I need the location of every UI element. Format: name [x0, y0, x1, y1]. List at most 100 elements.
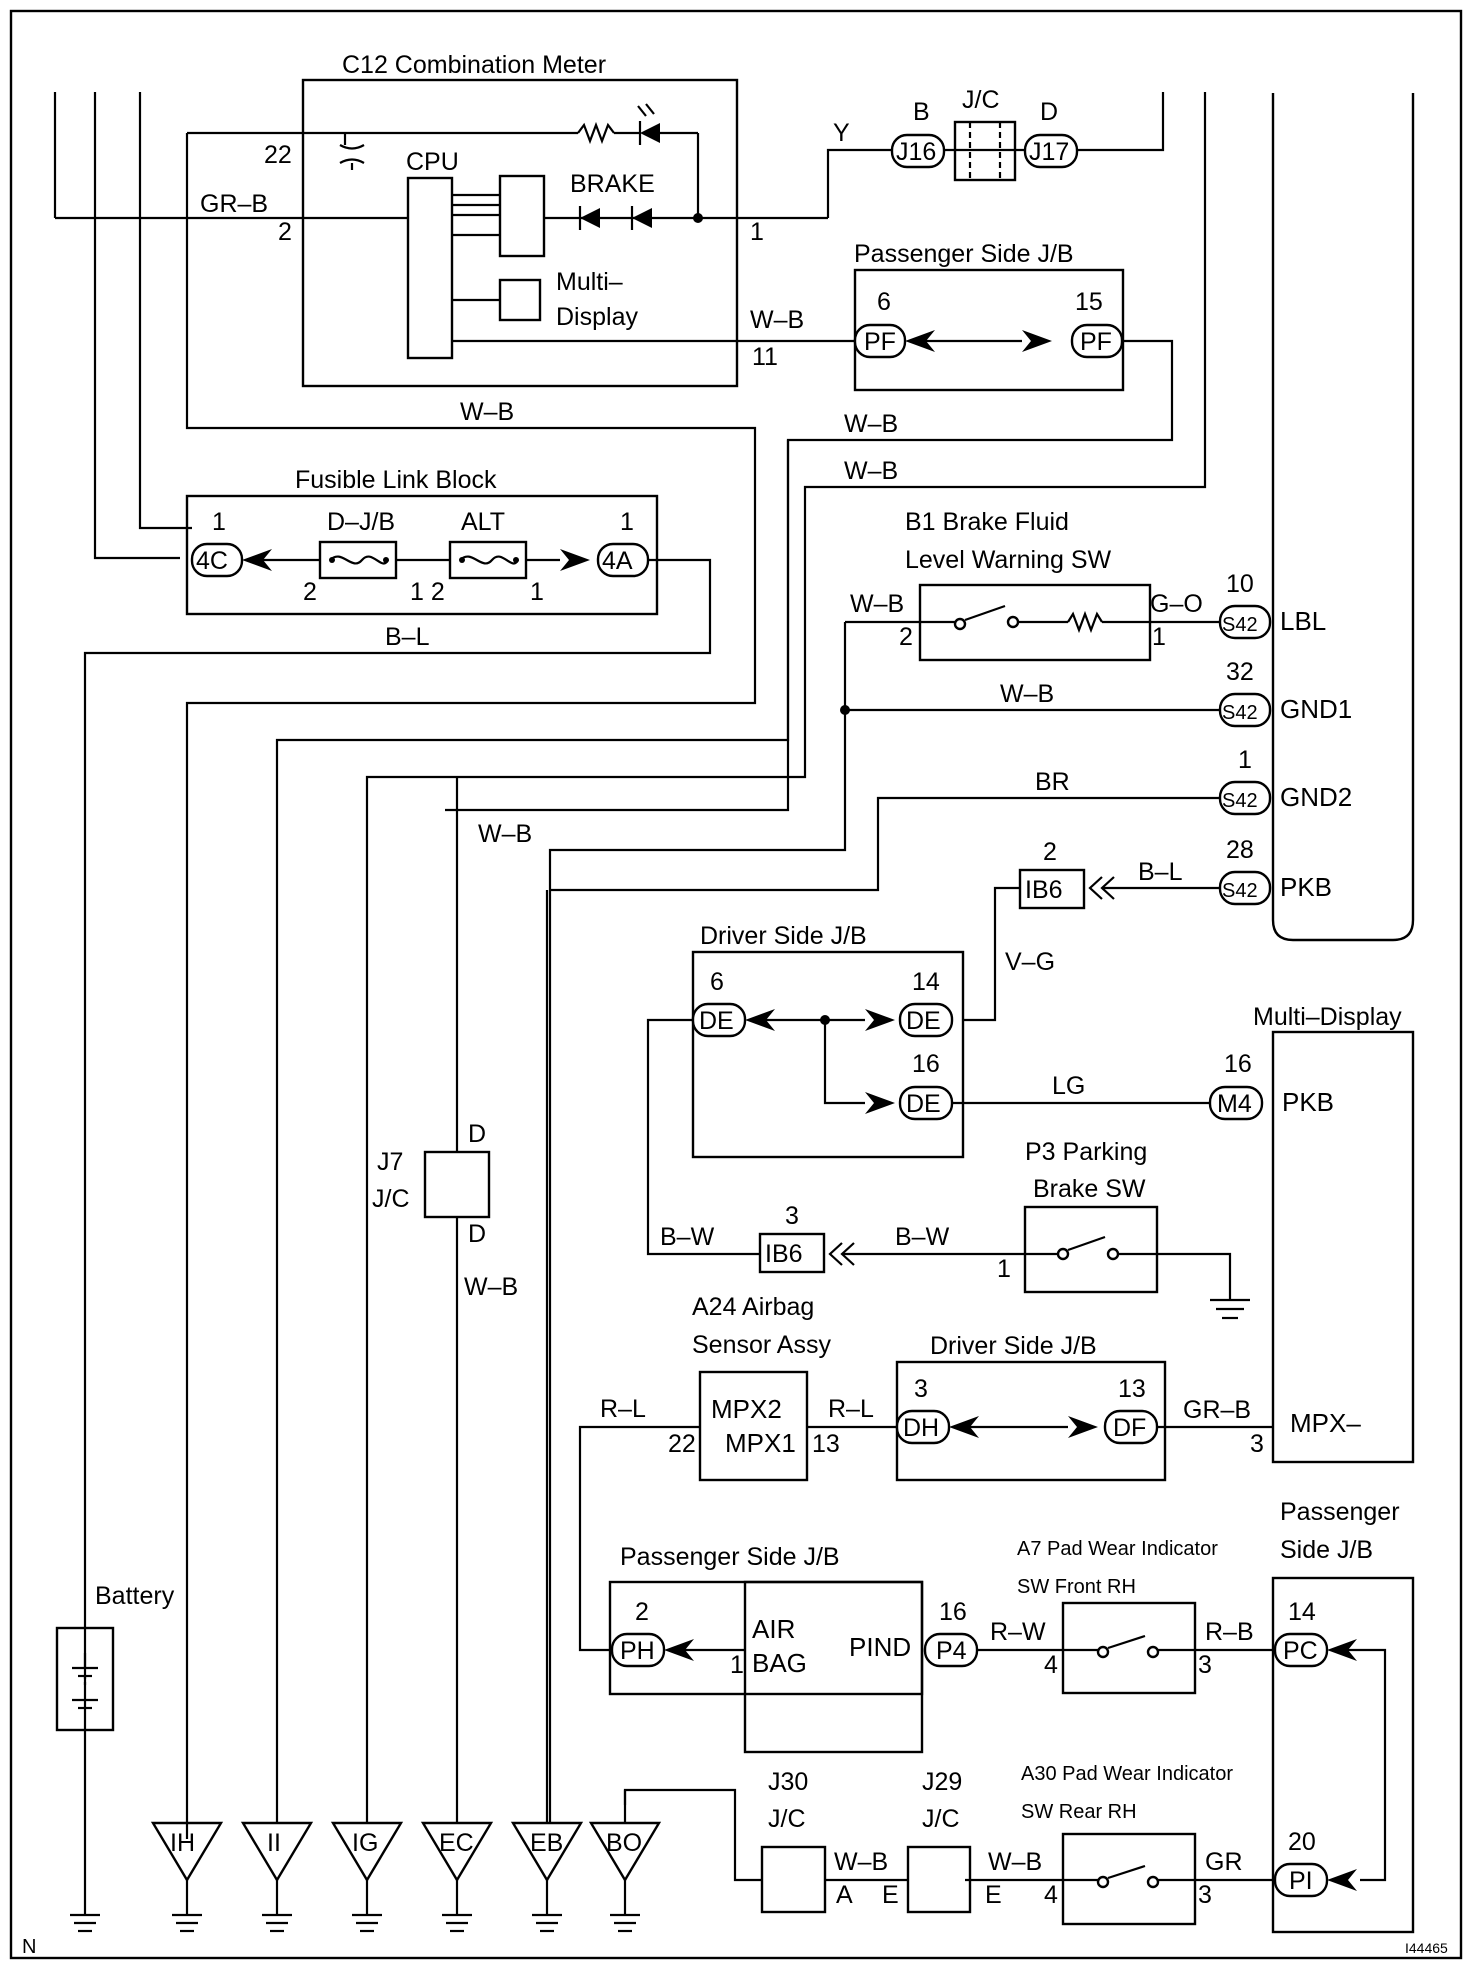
- wire-b-w-right: B–W: [895, 1223, 950, 1251]
- airbag-title-2: Sensor Assy: [692, 1331, 831, 1359]
- pin-2-top: 2: [278, 218, 292, 246]
- svg-text:1: 1: [620, 508, 634, 536]
- wire-w-b-meter: W–B: [750, 306, 804, 334]
- svg-text:20: 20: [1288, 1828, 1316, 1856]
- svg-text:S42: S42: [1222, 880, 1258, 902]
- svg-text:14: 14: [912, 968, 940, 996]
- svg-text:PI: PI: [1289, 1867, 1313, 1895]
- brake-label: BRAKE: [570, 170, 655, 198]
- svg-text:1 2: 1 2: [410, 578, 445, 606]
- passenger-jb-low: Passenger Side J/B PH 2 1 AIR BAG PIND P…: [608, 1543, 979, 1754]
- svg-text:3: 3: [914, 1375, 928, 1403]
- airbag-title-1: A24 Airbag: [692, 1293, 814, 1321]
- ib6-top: IB6 2 B–L V–G: [963, 838, 1220, 1022]
- svg-text:ALT: ALT: [461, 508, 505, 536]
- svg-text:32: 32: [1226, 658, 1254, 686]
- svg-text:J/C: J/C: [372, 1185, 410, 1213]
- wire-br: BR: [1035, 768, 1070, 796]
- ib6-mid: IB6 3 B–W B–W: [660, 1202, 1003, 1274]
- airbag-sensor: A24 Airbag Sensor Assy MPX2 MPX1 22 13 R…: [578, 1293, 897, 1652]
- svg-text:II: II: [267, 1829, 281, 1857]
- wire-w-b-brake: W–B: [850, 590, 904, 618]
- svg-text:2: 2: [899, 623, 913, 651]
- svg-text:MPX2: MPX2: [711, 1394, 782, 1424]
- parking-brake-title-1: P3 Parking: [1025, 1138, 1147, 1166]
- driver-jb-low-title: Driver Side J/B: [930, 1332, 1097, 1360]
- wire-w-b-j30: W–B: [834, 1848, 888, 1876]
- pad-rear-title-1: A30 Pad Wear Indicator: [1021, 1763, 1233, 1785]
- svg-text:1: 1: [1238, 746, 1252, 774]
- s42-connectors: S42 10 LBL S42 32 GND1 S42 1 GND2 S42 28…: [1218, 570, 1352, 906]
- svg-text:J30: J30: [768, 1768, 808, 1796]
- svg-text:D: D: [468, 1120, 486, 1148]
- svg-text:3: 3: [785, 1202, 799, 1230]
- ground-eb: EB: [510, 1821, 584, 1933]
- svg-text:16: 16: [1224, 1050, 1252, 1078]
- wire-r-b: R–B: [1205, 1618, 1254, 1646]
- svg-text:3: 3: [1250, 1430, 1264, 1458]
- battery-label: Battery: [95, 1582, 175, 1610]
- svg-text:16: 16: [912, 1050, 940, 1078]
- svg-text:J16: J16: [896, 138, 936, 166]
- wire-b-w-left: B–W: [660, 1223, 715, 1251]
- svg-text:J29: J29: [922, 1768, 962, 1796]
- wire-v-g: V–G: [1005, 948, 1055, 976]
- svg-text:10: 10: [1226, 570, 1254, 598]
- multi-display-title: Multi–Display: [1253, 1003, 1402, 1031]
- parking-brake-sw: P3 Parking Brake SW 1: [997, 1138, 1250, 1320]
- svg-text:BO: BO: [606, 1829, 642, 1857]
- svg-text:PKB: PKB: [1282, 1087, 1334, 1117]
- passenger-jb-top-title: Passenger Side J/B: [854, 240, 1074, 268]
- brake-driver-block: [498, 174, 546, 258]
- svg-text:16: 16: [939, 1598, 967, 1626]
- wire-g-o: G–O: [1150, 590, 1203, 618]
- svg-text:15: 15: [1075, 288, 1103, 316]
- j30-j29: J30 J/C W–B A E J29 J/C E: [623, 1768, 1002, 1914]
- svg-text:S42: S42: [1222, 790, 1258, 812]
- svg-text:MPX–: MPX–: [1290, 1408, 1361, 1438]
- wire-w-b-gnd1: W–B: [1000, 680, 1054, 708]
- driver-jb-mid: Driver Side J/B DE 6 DE 14 DE 16 LG: [646, 922, 1210, 1256]
- pad-wear-rear: A30 Pad Wear Indicator SW Rear RH 4 3 GR…: [965, 1763, 1275, 1926]
- svg-text:EC: EC: [439, 1829, 474, 1857]
- pin-22-top: 22: [264, 141, 292, 169]
- svg-text:IB6: IB6: [1025, 876, 1063, 904]
- passenger-jb-right-title-2: Side J/B: [1280, 1536, 1373, 1564]
- svg-text:DH: DH: [903, 1414, 939, 1442]
- svg-text:13: 13: [1118, 1375, 1146, 1403]
- wire-r-l-right: R–L: [828, 1395, 874, 1423]
- svg-text:13: 13: [812, 1430, 840, 1458]
- footer-code: I44465: [1405, 1940, 1448, 1956]
- svg-text:2: 2: [635, 1598, 649, 1626]
- multi-display-label-1: Multi–: [556, 268, 623, 296]
- svg-text:4: 4: [1044, 1881, 1058, 1909]
- brake-fluid-title-1: B1 Brake Fluid: [905, 508, 1069, 536]
- svg-text:PKB: PKB: [1280, 872, 1332, 902]
- svg-text:DE: DE: [699, 1007, 734, 1035]
- svg-text:J/C: J/C: [922, 1805, 960, 1833]
- footer-corner: N: [22, 1936, 36, 1958]
- svg-text:IH: IH: [170, 1829, 195, 1857]
- svg-text:A: A: [836, 1881, 853, 1909]
- svg-text:6: 6: [710, 968, 724, 996]
- svg-text:J17: J17: [1029, 138, 1069, 166]
- wire-w-b-4: W–B: [478, 820, 532, 848]
- svg-text:J7: J7: [377, 1148, 403, 1176]
- svg-text:D–J/B: D–J/B: [327, 508, 395, 536]
- svg-text:MPX1: MPX1: [725, 1428, 796, 1458]
- wire-y: Y: [833, 119, 850, 147]
- jc-top: Y J16 B J/C J17 D: [826, 86, 1165, 218]
- cpu-block: [406, 176, 454, 360]
- combination-meter-title: C12 Combination Meter: [342, 51, 606, 79]
- svg-text:E: E: [882, 1881, 899, 1909]
- wire-w-b-2: W–B: [844, 410, 898, 438]
- svg-text:PIND: PIND: [849, 1632, 911, 1662]
- pad-wear-front: A7 Pad Wear Indicator SW Front RH 4 3 R–…: [977, 1538, 1273, 1695]
- ground-ig: IG: [330, 1821, 404, 1933]
- fusible-link-block: Fusible Link Block 4C 1 D–J/B ALT 4A 1 2…: [83, 466, 712, 1715]
- wire-gr: GR: [1205, 1848, 1243, 1876]
- svg-text:2: 2: [1043, 838, 1057, 866]
- svg-text:1: 1: [530, 578, 544, 606]
- multi-display-block: [498, 278, 542, 322]
- svg-text:28: 28: [1226, 836, 1254, 864]
